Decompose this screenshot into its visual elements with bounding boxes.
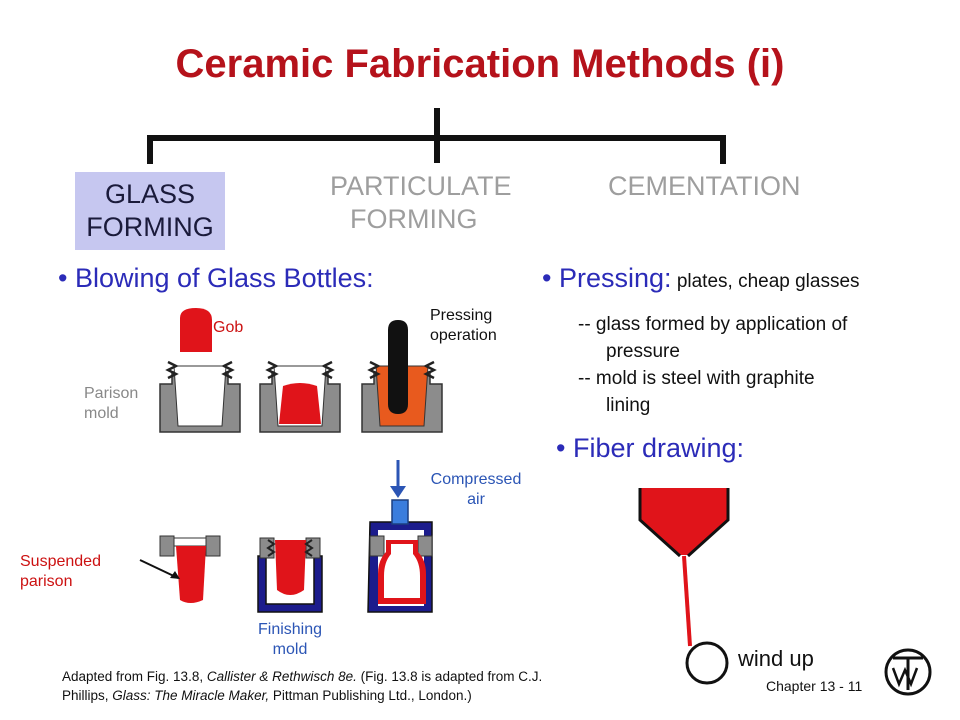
pressing-detail: plates, cheap glasses <box>672 271 860 292</box>
pressing-line-2: pressure <box>606 341 680 362</box>
blowing-heading: Blowing of Glass Bottles: <box>74 263 374 293</box>
finishing-mold-1 <box>257 537 323 613</box>
fiber-heading: Fiber drawing: <box>572 433 745 463</box>
parison-mold-label: Parison mold <box>84 384 138 424</box>
pressing-operation-label: Pressing operation <box>430 306 497 346</box>
parison-mold-2 <box>259 360 341 433</box>
fiber-bullet: • Fiber drawing: <box>556 433 744 464</box>
parison-mold-line2: mold <box>84 405 119 422</box>
pressing-bullet: • Pressing: plates, cheap glasses <box>542 263 860 294</box>
compressed-air-line1: Compressed <box>430 471 522 488</box>
parison-mold-1 <box>159 360 241 433</box>
pressing-detail-text: plates, cheap glasses <box>676 271 860 292</box>
plunger <box>388 320 408 414</box>
category-glass-forming: GLASS FORMING <box>75 172 225 250</box>
blowing-bullet: • Blowing of Glass Bottles: <box>58 263 374 294</box>
fiber-funnel <box>638 488 730 685</box>
compressed-air-line2: air <box>467 491 485 508</box>
pressing-line-4: lining <box>606 395 651 416</box>
category-particulate-forming: PARTICULATE FORMING <box>330 170 512 236</box>
pressing-operation-line2: operation <box>430 327 497 344</box>
gob-label: Gob <box>213 319 244 336</box>
pressing-line-3: -- mold is steel with graphite <box>578 368 815 389</box>
finishing-mold-2 <box>367 460 433 613</box>
finishing-mold-label: Finishing mold <box>240 620 340 660</box>
caption-line-1: Adapted from Fig. 13.8, Callister & Reth… <box>62 669 543 684</box>
suspended-parison-label: Suspended parison <box>20 552 101 592</box>
pressing-line-1: -- glass formed by application of <box>578 314 848 335</box>
category-cementation: CEMENTATION <box>608 171 801 201</box>
bullet-dot: • <box>58 263 75 293</box>
caption-line-2: Phillips, Glass: The Miracle Maker, Pitt… <box>62 688 472 703</box>
category-bracket <box>147 108 726 164</box>
wind-up-spool <box>685 641 729 685</box>
glass-forming-line1: GLASS <box>104 179 196 209</box>
finishing-mold-line1: Finishing <box>257 621 323 638</box>
pressing-mold <box>361 320 443 433</box>
suspended-parison-line1: Suspended <box>20 553 101 570</box>
suspended-parison <box>139 535 221 603</box>
glass-fiber <box>682 555 692 647</box>
particulate-line2: FORMING <box>350 204 478 234</box>
gob-shape <box>180 308 212 352</box>
chapter-footer: Chapter 13 - 11 <box>766 678 863 694</box>
glass-forming-line2: FORMING <box>86 212 214 242</box>
compressed-air-label: Compressed air <box>414 470 538 510</box>
pressing-operation-line1: Pressing <box>430 307 493 324</box>
bullet-dot: • <box>542 263 559 293</box>
source-caption: Adapted from Fig. 13.8, Callister & Reth… <box>62 667 542 705</box>
wind-up-label: wind up <box>738 646 814 671</box>
pressing-heading: Pressing: <box>558 263 672 293</box>
particulate-line1: PARTICULATE <box>330 171 512 201</box>
page-title: Ceramic Fabrication Methods (i) <box>175 42 785 86</box>
suspended-parison-line2: parison <box>20 573 73 590</box>
bullet-dot: • <box>556 433 573 463</box>
publisher-logo <box>884 648 932 696</box>
finishing-mold-line2: mold <box>272 641 308 658</box>
parison-mold-line1: Parison <box>84 385 139 402</box>
